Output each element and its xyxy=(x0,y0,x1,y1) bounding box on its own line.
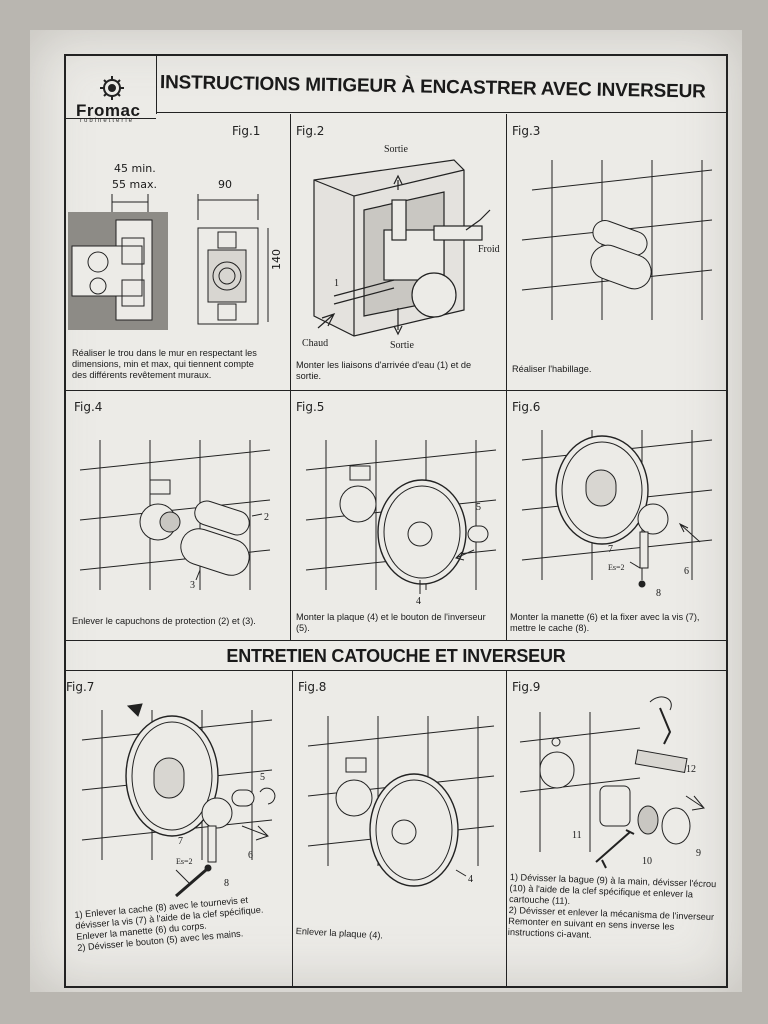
fig8-remove-plate-diagram: 4 xyxy=(307,716,495,887)
divider xyxy=(290,114,291,640)
fig2-caption: Monter les liaisons d'arrivée d'eau (1) … xyxy=(296,360,472,381)
divider xyxy=(64,640,728,641)
dim-height-label: 140 xyxy=(270,249,283,270)
label-number-5: 5 xyxy=(260,772,265,783)
divider xyxy=(64,390,728,391)
label-number-6: 6 xyxy=(248,850,253,861)
divider xyxy=(156,112,728,113)
label-number-2: 2 xyxy=(264,512,269,523)
fig6-caption: Monter la manette (6) et la fixer avec l… xyxy=(510,612,700,633)
fig9-caption: 1) Dévisser la bague (9) à la main, dévi… xyxy=(507,872,717,940)
fig3-caption: Réaliser l'habillage. xyxy=(512,364,592,374)
figure-label: Fig.3 xyxy=(512,124,541,138)
label-froid: Froid xyxy=(478,244,500,255)
label-number-8: 8 xyxy=(656,588,661,599)
label-number-5: 5 xyxy=(476,502,481,513)
figure-label: Fig.7 xyxy=(66,680,95,694)
label-chaud: Chaud xyxy=(302,338,328,349)
label-number-8: 8 xyxy=(224,878,229,889)
label-number-4: 4 xyxy=(416,596,421,607)
fromac-logo-icon xyxy=(100,76,124,100)
fig4-caption: Enlever le capuchons de protection (2) e… xyxy=(72,616,256,626)
label-number-4: 4 xyxy=(468,874,473,885)
label-es2: Es=2 xyxy=(608,563,625,572)
brand-subtitle: robinetterie xyxy=(80,118,135,124)
figure-label: Fig.4 xyxy=(74,400,103,414)
figure-label: Fig.8 xyxy=(298,680,327,694)
fig7-disassembly-diagram: 5 7 Es=2 6 8 xyxy=(81,703,276,898)
divider xyxy=(292,670,293,988)
figure-label: Fig.6 xyxy=(512,400,541,414)
divider xyxy=(156,54,157,114)
brand-name: Fromac xyxy=(76,101,141,120)
figure-label: Fig.9 xyxy=(512,680,541,694)
divider xyxy=(506,114,507,640)
label-sortie-top: Sortie xyxy=(384,144,408,155)
fig3-cladding-diagram xyxy=(521,160,713,320)
label-sortie-bottom: Sortie xyxy=(390,340,414,351)
dim-min-label: 45 min. xyxy=(114,162,156,175)
label-es2: Es=2 xyxy=(176,857,193,866)
fig5-mount-plate-diagram: 5 4 xyxy=(305,440,497,607)
label-number-3: 3 xyxy=(190,580,195,591)
label-number-7: 7 xyxy=(178,836,183,847)
dim-max-label: 55 max. xyxy=(112,178,157,191)
label-number-10: 10 xyxy=(642,856,652,867)
fig1-caption: Réaliser le trou dans le mur en respecta… xyxy=(72,348,257,380)
divider xyxy=(64,670,728,671)
label-number-9: 9 xyxy=(696,848,701,859)
label-number-7: 7 xyxy=(608,544,613,555)
instruction-frame xyxy=(64,54,728,988)
figure-label: Fig.5 xyxy=(296,400,325,414)
fig5-caption: Monter la plaque (4) et le bouton de l'i… xyxy=(296,612,486,633)
label-number-6: 6 xyxy=(684,566,689,577)
fig2-valve-body-diagram: Sortie Froid 1 Chaud Sortie xyxy=(302,144,500,351)
fig4-remove-caps-diagram: 2 3 xyxy=(79,440,271,591)
dim-width-label: 90 xyxy=(218,178,232,191)
figure-label: Fig.2 xyxy=(296,124,325,138)
fig1-wall-cutout-diagram: 45 min. 55 max. 90 140 xyxy=(68,162,283,330)
fig6-handle-diagram: 7 Es=2 6 8 xyxy=(521,430,713,599)
label-number-1: 1 xyxy=(334,278,339,289)
divider xyxy=(506,670,507,988)
section-title-maintenance: ENTRETIEN CATOUCHE ET INVERSEUR xyxy=(226,646,566,666)
divider xyxy=(64,118,156,119)
label-number-12: 12 xyxy=(686,764,696,775)
fig9-cartridge-diagram: 12 9 10 11 xyxy=(519,696,705,869)
figure-label: Fig.1 xyxy=(232,124,261,138)
label-number-11: 11 xyxy=(572,830,582,841)
